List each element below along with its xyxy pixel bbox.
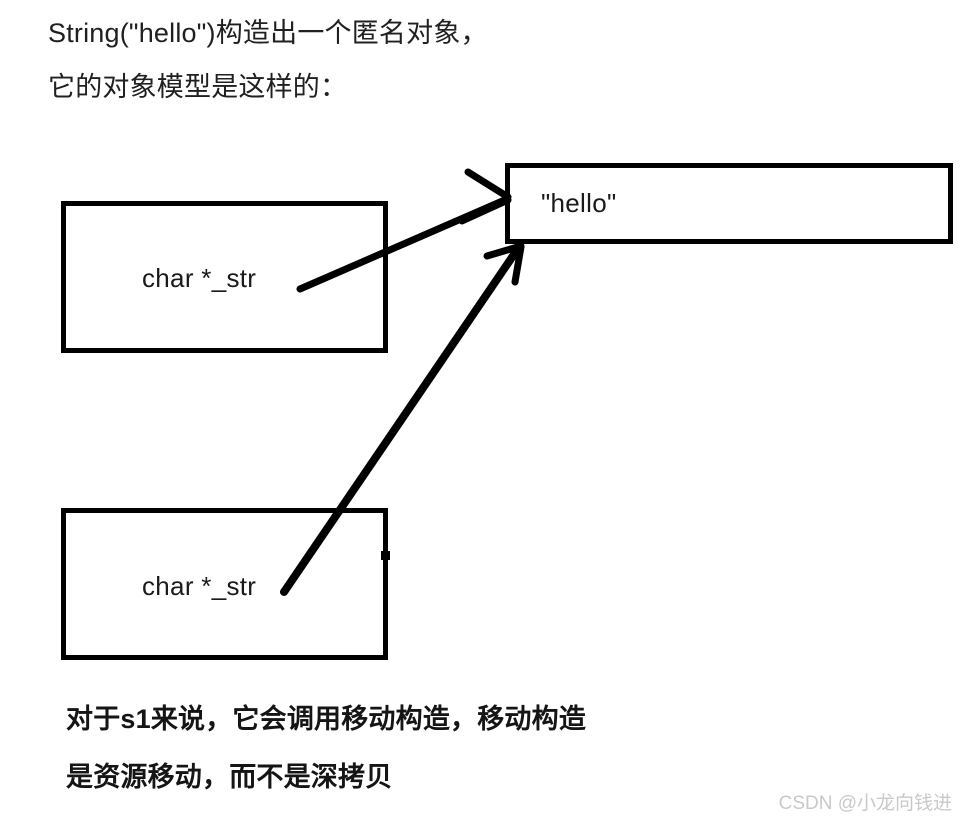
object-box-s2-label: char *_str	[142, 571, 257, 601]
intro-text-line-1: String("hello")构造出一个匿名对象，	[48, 18, 488, 48]
string-literal-label: "hello"	[541, 188, 617, 218]
box-edge-tick-mark	[381, 551, 390, 560]
string-literal-box	[505, 163, 953, 244]
note-text-line-2: 是资源移动，而不是深拷贝	[66, 762, 393, 792]
object-box-s1-label: char *_str	[142, 263, 257, 293]
intro-text-line-2: 它的对象模型是这样的：	[48, 72, 348, 102]
note-text-line-1: 对于s1来说，它会调用移动构造，移动构造	[66, 704, 587, 734]
csdn-watermark: CSDN @小龙向钱进	[778, 793, 952, 814]
